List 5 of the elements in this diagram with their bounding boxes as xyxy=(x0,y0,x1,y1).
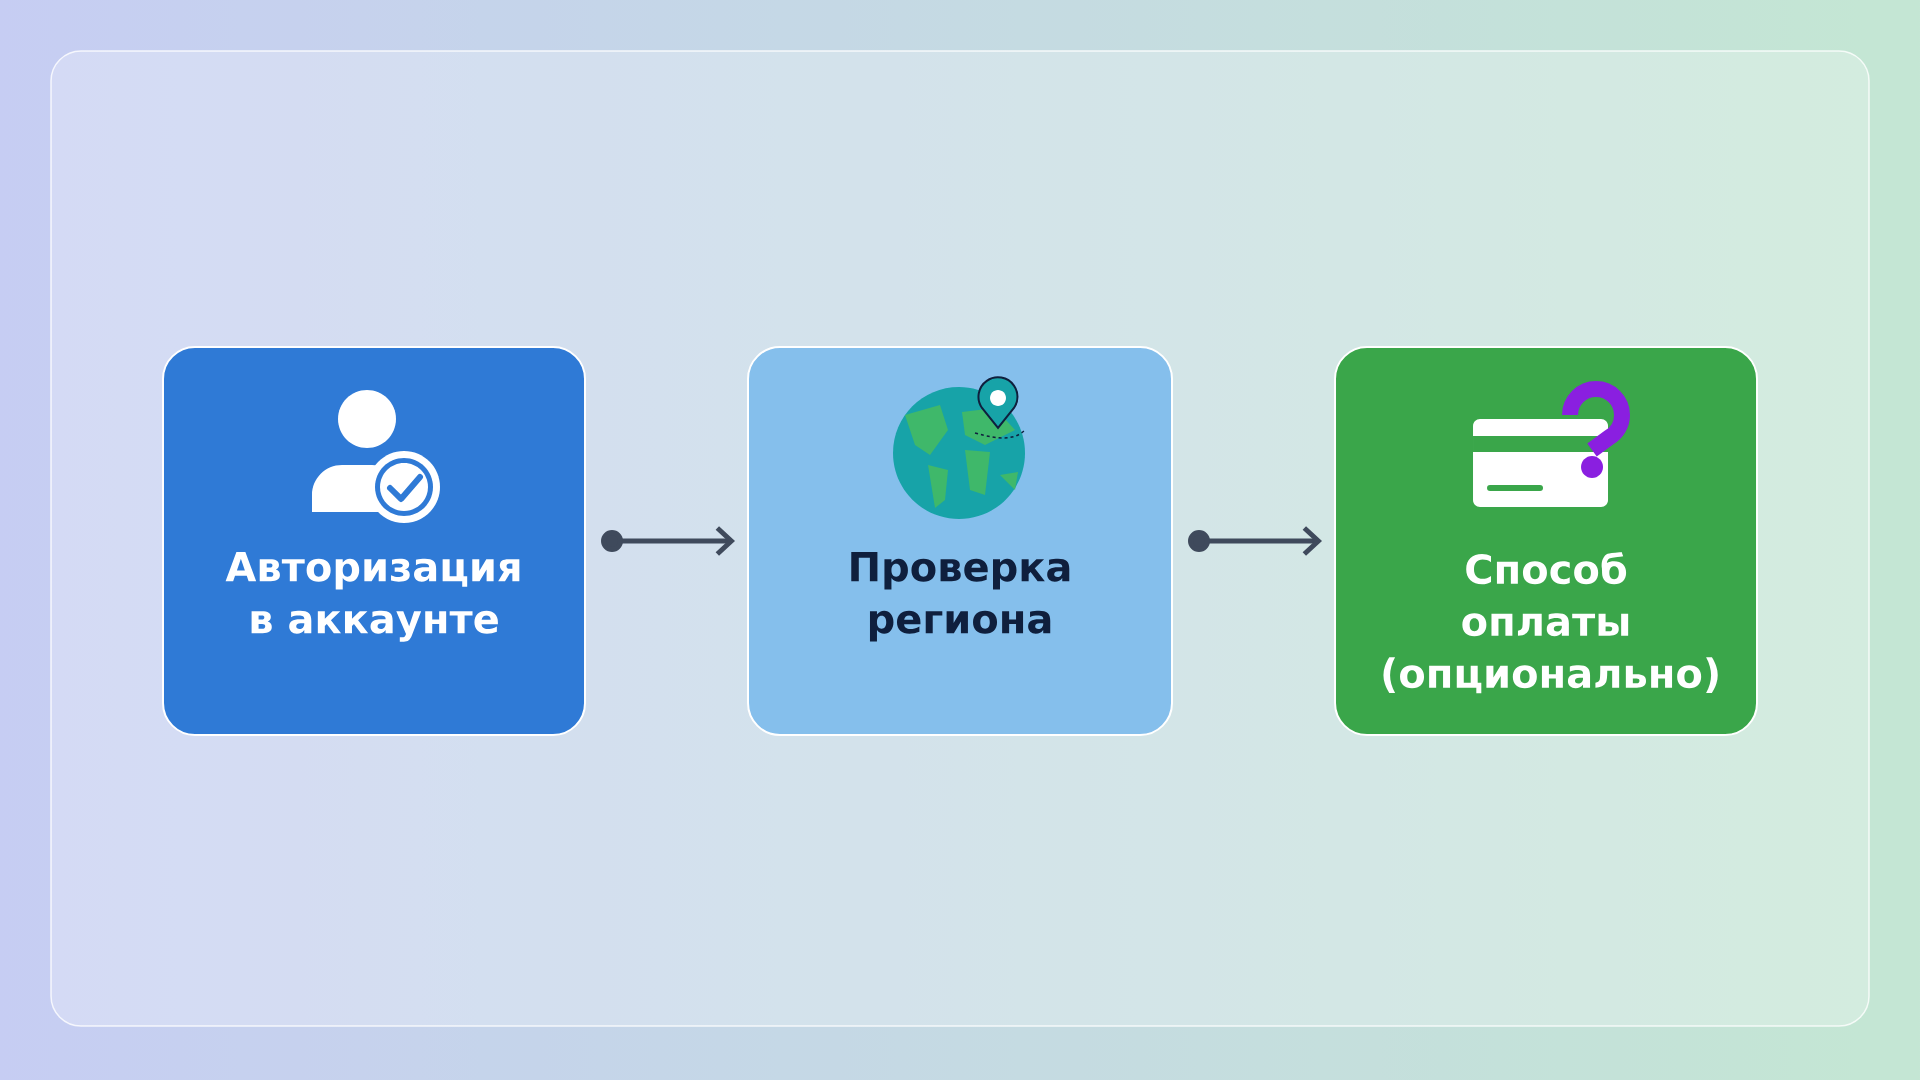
arrow xyxy=(601,526,735,556)
process-box: Проверка региона xyxy=(747,346,1173,736)
arrow xyxy=(1188,526,1322,556)
process-box: Авторизация в аккаунте xyxy=(162,346,586,736)
process-box: Способ оплаты (опционально) xyxy=(1334,346,1758,736)
